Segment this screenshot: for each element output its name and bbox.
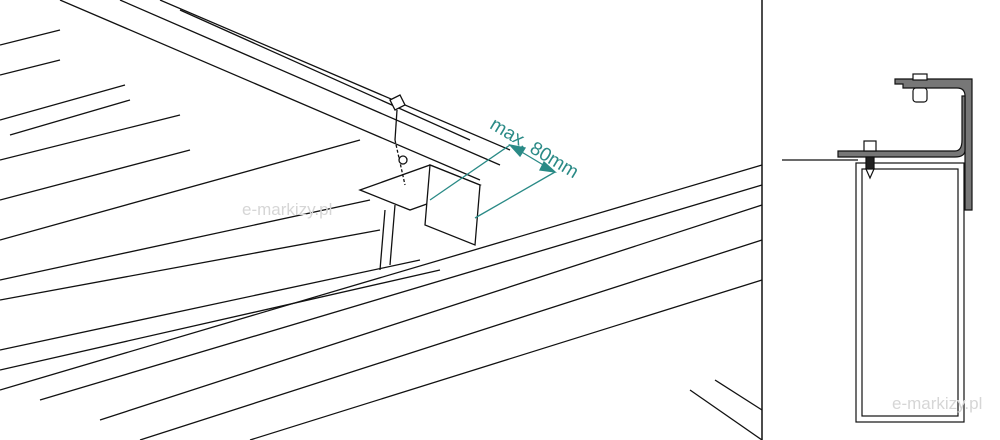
perspective-view [0, 0, 763, 440]
watermark: e-markizy.pl [892, 394, 983, 413]
dimension-lines [429, 143, 557, 219]
watermark: e-markizy.pl [242, 200, 333, 219]
cross-section-view [782, 73, 973, 423]
